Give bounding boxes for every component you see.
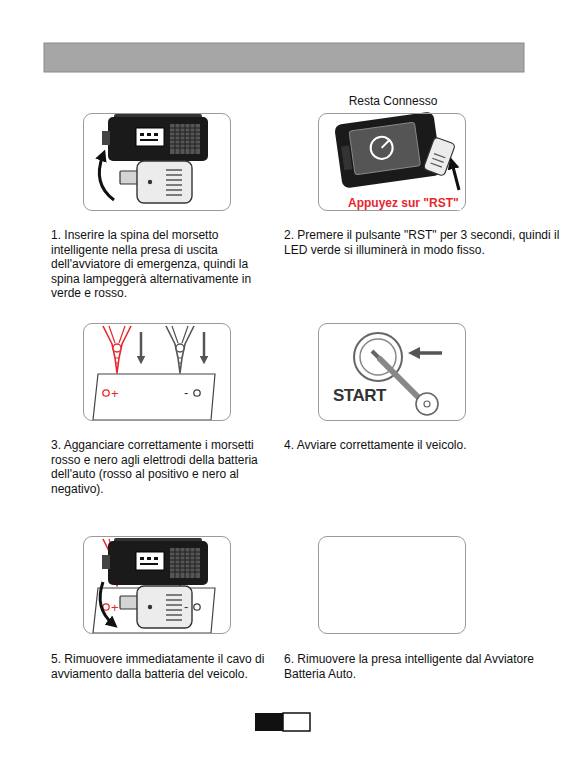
step-frame: Resta ConnessoAppuyez sur "RST"2. Premer… xyxy=(318,113,466,211)
frame-heading: Resta Connesso xyxy=(319,94,467,109)
step2-illustration xyxy=(334,111,459,190)
step3-illustration xyxy=(93,326,215,420)
step-caption: 6. Rimuovere la presa intelligente dal A… xyxy=(284,652,564,681)
step-caption: 1. Inserire la spina del morsetto intell… xyxy=(51,228,279,301)
ignition-label: START xyxy=(333,387,386,405)
terminal-sign: + xyxy=(111,387,119,400)
instruction-callout: Appuyez sur "RST" xyxy=(346,197,461,210)
step5-illustration xyxy=(93,539,215,633)
page-marker xyxy=(255,713,310,731)
step-frame: START4. Avviare correttamente il veicolo… xyxy=(318,323,466,421)
step-caption: 2. Premere il pulsante "RST" per 3 secon… xyxy=(284,228,564,257)
step6-illustration xyxy=(100,538,208,628)
terminal-sign: - xyxy=(184,386,188,399)
header-band xyxy=(44,43,524,72)
step-caption: 4. Avviare correttamente il veicolo. xyxy=(284,438,564,453)
terminal-sign: + xyxy=(111,601,119,614)
step-caption: 3. Agganciare correttamente i morsetti r… xyxy=(51,438,279,496)
step-frame: +-3. Agganciare correttamente i morsetti… xyxy=(83,323,231,421)
step-caption: 5. Rimuovere immediatamente il cavo di a… xyxy=(51,652,279,681)
step-frame: 6. Rimuovere la presa intelligente dal A… xyxy=(318,536,466,634)
terminal-sign: - xyxy=(184,600,188,613)
step-frame: 1. Inserire la spina del morsetto intell… xyxy=(83,113,231,211)
step-frame: +-5. Rimuovere immediatamente il cavo di… xyxy=(83,536,231,634)
step1-illustration xyxy=(99,114,208,203)
